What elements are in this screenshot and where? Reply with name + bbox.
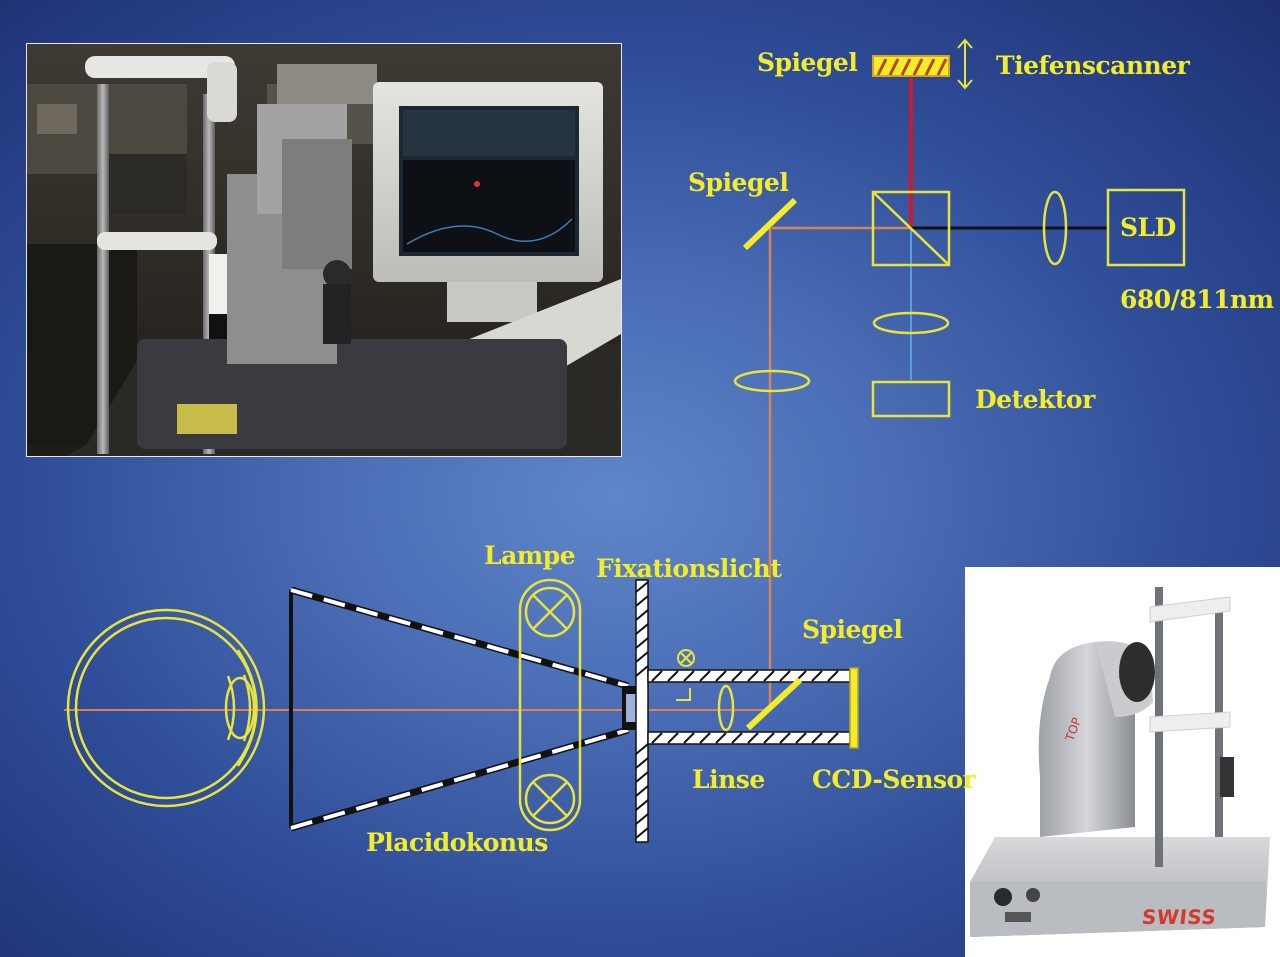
device-photo: TOP: [965, 567, 1280, 957]
device-photo-illustration: TOP: [965, 567, 1280, 957]
label-spiegel-bottom: Spiegel: [802, 615, 903, 644]
mirror-left: [742, 197, 798, 251]
lens-tube: [717, 684, 735, 732]
lens-sample-arm: [733, 369, 811, 393]
detector-box: [871, 380, 951, 418]
label-placidokonus: Placidokonus: [366, 828, 548, 857]
label-linse: Linse: [692, 765, 765, 794]
lab-photo-illustration: [27, 44, 621, 456]
mirror-bottom: [745, 677, 803, 731]
label-ccd-sensor: CCD-Sensor: [812, 765, 976, 794]
ccd-sensor: [849, 667, 859, 749]
label-sld: SLD: [1120, 213, 1176, 242]
fixation-light-icon: [676, 649, 695, 701]
label-tiefenscanner: Tiefenscanner: [996, 51, 1190, 80]
label-wavelength: 680/811nm: [1120, 285, 1274, 314]
depth-scanner-mirror: [872, 55, 950, 77]
sld-box: [1106, 188, 1186, 267]
lamp-housing: [518, 578, 582, 832]
label-lampe: Lampe: [484, 541, 576, 570]
beam-splitter: [871, 190, 951, 267]
label-spiegel-left: Spiegel: [688, 168, 789, 197]
fixation-plate: [635, 579, 649, 843]
scanner-arrow-icon: [957, 38, 973, 90]
label-fixationslicht: Fixationslicht: [596, 554, 782, 583]
lens-sld: [1042, 190, 1068, 266]
eye-icon: [66, 608, 266, 808]
placido-cone: [289, 586, 640, 832]
label-detektor: Detektor: [975, 385, 1095, 414]
optical-tube: [647, 669, 851, 745]
lens-detector: [872, 311, 950, 335]
label-spiegel-top: Spiegel: [757, 48, 858, 77]
lab-setup-photo: [26, 43, 622, 457]
